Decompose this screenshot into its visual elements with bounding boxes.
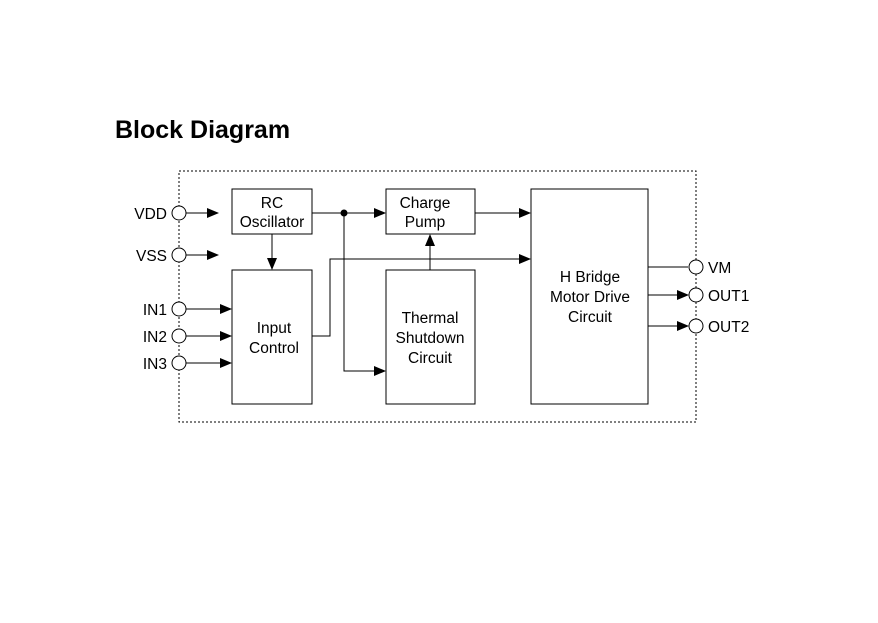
input-control-label-line2: Control [249,340,299,357]
rc-oscillator-label-line1: RC [261,195,283,212]
junction-dot [340,209,348,217]
vdd-pin-circle [171,205,187,221]
input-control-label-line1: Input [257,320,292,337]
rc-oscillator-label-line2: Oscillator [240,214,305,231]
input-control-to-hbridge-arrow [312,254,531,337]
rc-oscillator-block: RC Oscillator [231,188,313,235]
in2-pin-circle [171,328,187,344]
thermal-shutdown-label-line2: Shutdown [396,330,465,347]
in2-label: IN2 [143,329,167,346]
vdd-label: VDD [134,206,167,223]
out2-label: OUT2 [708,319,749,336]
thermal-shutdown-block: Thermal Shutdown Circuit [385,269,476,405]
charge-pump-label-line2: Pump [405,214,446,231]
in1-label: IN1 [143,302,167,319]
out1-label: OUT1 [708,288,749,305]
charge-pump-block: Charge Pump [385,188,476,235]
osc-to-thermal-arrow [343,213,386,376]
in1-pin-circle [171,301,187,317]
out2-pin-circle [688,318,704,334]
in3-label: IN3 [143,356,167,373]
vss-pin-circle [171,247,187,263]
h-bridge-block: H Bridge Motor Drive Circuit [530,188,649,405]
diagram-title: Block Diagram [115,116,291,144]
h-bridge-label-line3: Circuit [568,309,613,326]
thermal-shutdown-label-line3: Circuit [408,350,453,367]
vss-label: VSS [136,248,167,265]
vm-label: VM [708,260,731,277]
thermal-shutdown-label-line1: Thermal [402,310,459,327]
h-bridge-label-line1: H Bridge [560,269,620,286]
out1-pin-circle [688,287,704,303]
h-bridge-label-line2: Motor Drive [550,289,630,306]
vm-pin-circle [688,259,704,275]
input-control-block: Input Control [231,269,313,405]
charge-pump-label-line1: Charge [400,195,451,212]
in3-pin-circle [171,355,187,371]
